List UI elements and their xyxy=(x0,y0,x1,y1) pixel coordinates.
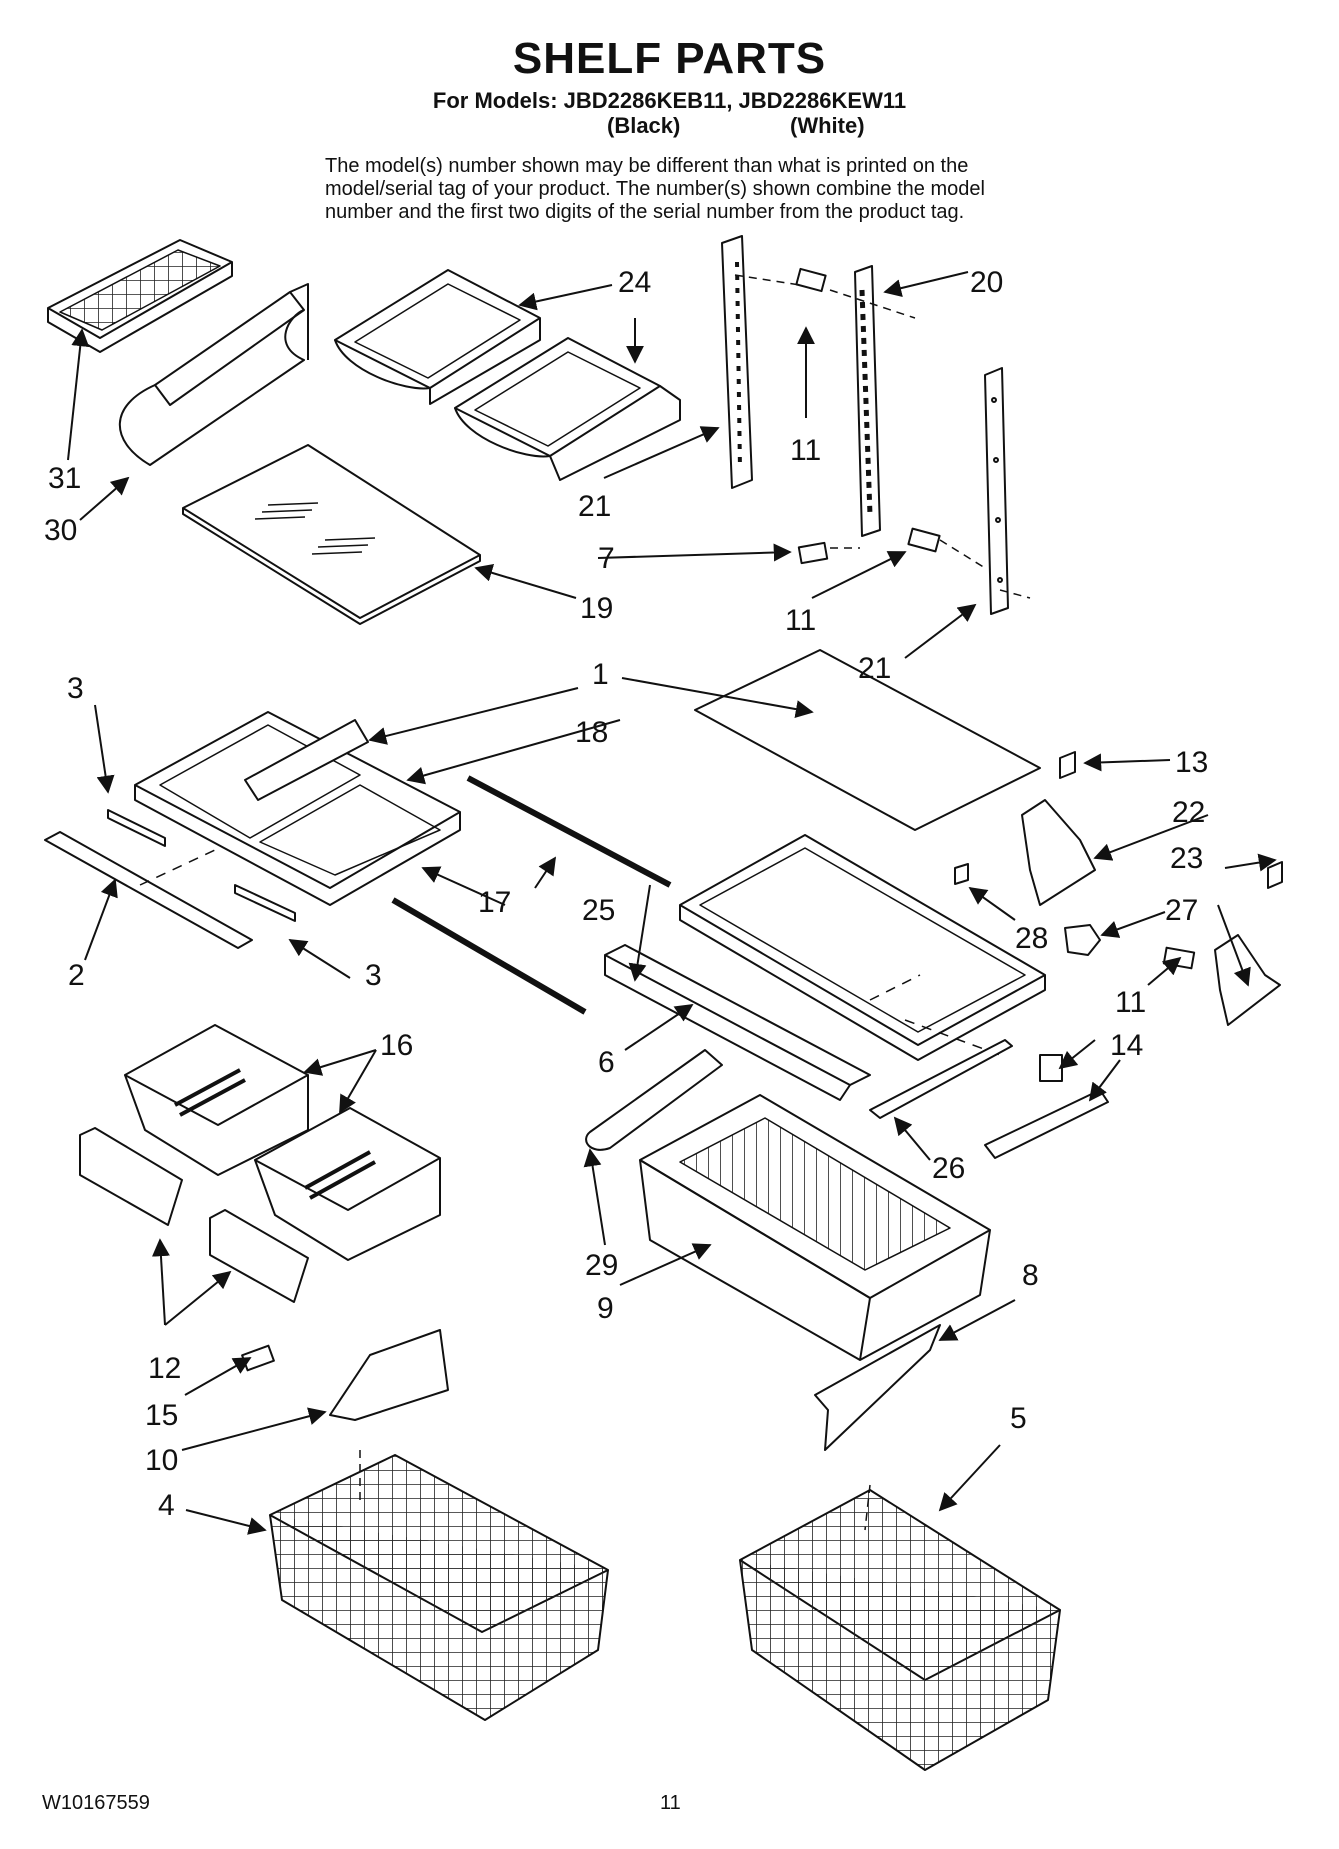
callout-26: 26 xyxy=(932,1152,965,1185)
callout-31: 31 xyxy=(48,462,81,495)
callout-21-top: 21 xyxy=(578,490,611,523)
screw-15-part xyxy=(241,1344,275,1372)
callout-11-top: 11 xyxy=(790,434,821,467)
support-22-part xyxy=(1021,799,1096,906)
shelf-frame-top-part xyxy=(334,269,541,405)
page-title: SHELF PARTS xyxy=(512,34,827,83)
shelf-rail-left-part xyxy=(721,235,753,489)
screw-14-part xyxy=(1039,1054,1063,1082)
clip-13-upper-part xyxy=(1059,751,1076,779)
slide-rail-14-part xyxy=(984,1089,1109,1159)
crisper-bracket-lower-part xyxy=(234,884,296,922)
callout-13: 13 xyxy=(1175,746,1208,779)
callout-7: 7 xyxy=(598,542,615,575)
drawer-front-right-part xyxy=(209,1209,309,1303)
callout-20: 20 xyxy=(970,266,1003,299)
note-line-3: number and the first two digits of the s… xyxy=(325,201,965,223)
crisper-frame-assembly-part xyxy=(134,711,461,906)
callout-23: 23 xyxy=(1170,842,1203,875)
callout-2: 2 xyxy=(68,959,85,992)
callout-8: 8 xyxy=(1022,1259,1039,1292)
page-number: 11 xyxy=(660,1792,681,1814)
callout-5: 5 xyxy=(1010,1402,1027,1435)
clip-13-lower-part xyxy=(1267,861,1283,889)
models-line: For Models: JBD2286KEB11, JBD2286KEW11 xyxy=(432,88,907,113)
glass-shelf-lower-part xyxy=(694,649,1041,831)
callout-30: 30 xyxy=(44,514,77,547)
callout-25: 25 xyxy=(582,894,615,927)
variant-white: (White) xyxy=(790,113,865,138)
callout-3-upper: 3 xyxy=(67,672,84,705)
screw-7-part xyxy=(797,541,829,565)
callout-24: 24 xyxy=(618,266,651,299)
callout-11-lower: 11 xyxy=(1115,986,1146,1019)
callout-22: 22 xyxy=(1172,796,1205,829)
bracket-27-part xyxy=(1064,924,1101,956)
callout-1: 1 xyxy=(592,658,609,691)
slide-rail-26-part xyxy=(869,1039,1013,1119)
crisper-front-trim-part xyxy=(44,831,253,949)
crisper-cover-frame-part xyxy=(679,834,1046,1061)
wire-basket-left-part xyxy=(269,1454,609,1721)
crisper-rod-lower-part xyxy=(391,897,587,1015)
divider-8-part xyxy=(814,1324,941,1451)
glass-shelf-upper-part xyxy=(182,444,481,625)
callout-16: 16 xyxy=(380,1029,413,1062)
callout-6: 6 xyxy=(598,1046,615,1079)
screw-11-top-part xyxy=(795,267,827,293)
callout-12: 12 xyxy=(148,1352,181,1385)
callout-29: 29 xyxy=(585,1249,618,1282)
callout-3-lower: 3 xyxy=(365,959,382,992)
callout-15: 15 xyxy=(145,1399,178,1432)
wire-basket-right-part xyxy=(739,1489,1061,1771)
crisper-front-cover-part xyxy=(604,944,871,1101)
callout-10: 10 xyxy=(145,1444,178,1477)
drawer-front-left-part xyxy=(79,1127,183,1226)
note-line-1: The model(s) number shown may be differe… xyxy=(325,155,969,177)
crisper-drawer-left-part xyxy=(124,1024,309,1176)
callout-4: 4 xyxy=(158,1489,175,1522)
note-line-2: model/serial tag of your product. The nu… xyxy=(325,178,985,200)
callout-11-mid: 11 xyxy=(785,604,816,637)
ice-tray-part xyxy=(47,239,233,353)
shelf-rail-far-right-part xyxy=(984,367,1009,615)
callout-28: 28 xyxy=(1015,922,1048,955)
crisper-rod-upper-part xyxy=(466,775,672,888)
screw-11-mid-part xyxy=(907,527,941,553)
callout-19: 19 xyxy=(580,592,613,625)
variant-black: (Black) xyxy=(607,113,681,138)
shelf-frame-bottom-part xyxy=(454,337,681,481)
callout-14: 14 xyxy=(1110,1029,1143,1062)
clip-28-part xyxy=(954,863,969,885)
crisper-drawer-right-part xyxy=(254,1107,441,1261)
callout-27: 27 xyxy=(1165,894,1198,927)
shelf-rail-right-part xyxy=(854,265,881,537)
callout-18: 18 xyxy=(575,716,608,749)
basket-handle-part xyxy=(329,1329,449,1421)
model-note: The model(s) number shown may be differe… xyxy=(325,155,1225,224)
freezer-pan-part xyxy=(639,1094,991,1361)
support-23-part xyxy=(1214,934,1281,1026)
crisper-bracket-upper-part xyxy=(107,809,166,847)
callout-21-lower: 21 xyxy=(858,652,891,685)
document-number: W10167559 xyxy=(42,1792,150,1814)
callout-17: 17 xyxy=(478,886,511,919)
ice-bin-deflector-part xyxy=(118,283,309,466)
callout-9: 9 xyxy=(597,1292,614,1325)
